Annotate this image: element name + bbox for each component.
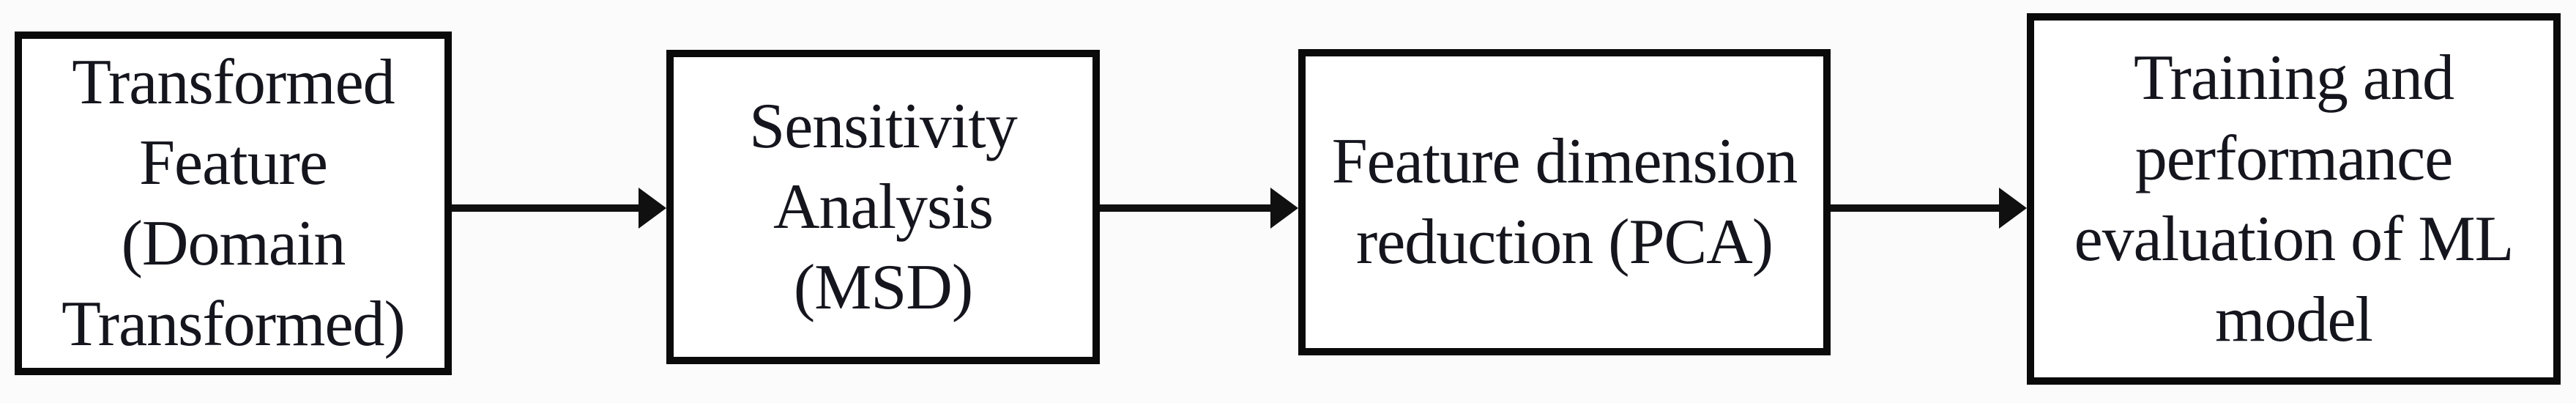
stage-box-sensitivity-analysis: Sensitivity Analysis (MSD) bbox=[666, 50, 1100, 364]
arrow-head bbox=[1270, 188, 1298, 229]
flow-arrow-icon-3 bbox=[1831, 188, 2027, 229]
stage-label-sensitivity-analysis: Sensitivity Analysis (MSD) bbox=[749, 90, 1018, 323]
arrow-shaft bbox=[1100, 204, 1273, 212]
stage-label-feature-dimension-reduction: Feature dimension reduction (PCA) bbox=[1331, 126, 1798, 278]
arrow-shaft bbox=[452, 204, 641, 212]
stage-box-feature-dimension-reduction: Feature dimension reduction (PCA) bbox=[1298, 49, 1831, 355]
arrow-head bbox=[1999, 188, 2027, 229]
flow-arrow-icon-2 bbox=[1100, 188, 1298, 229]
stage-box-training-evaluation: Training and performance evaluation of M… bbox=[2027, 13, 2561, 385]
arrow-shaft bbox=[1831, 204, 2002, 212]
arrow-head bbox=[639, 188, 666, 229]
stage-box-transformed-feature: Transformed Feature (Domain Transformed) bbox=[15, 32, 452, 375]
flow-arrow-icon-1 bbox=[452, 188, 666, 229]
stage-label-training-evaluation: Training and performance evaluation of M… bbox=[2074, 42, 2514, 355]
stage-label-transformed-feature: Transformed Feature (Domain Transformed) bbox=[62, 46, 406, 360]
